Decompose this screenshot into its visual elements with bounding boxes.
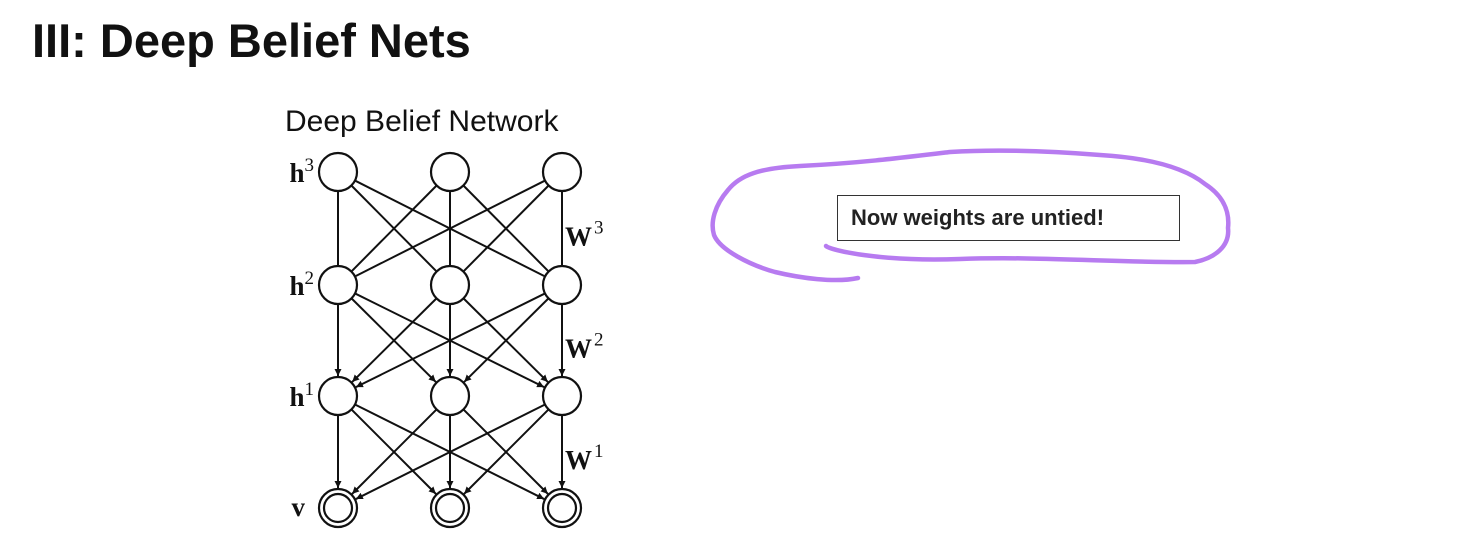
node-h1-1 <box>317 375 359 417</box>
node-layer <box>317 151 583 529</box>
node-v-3-inner-ring <box>546 492 578 524</box>
layer-label-h1: h1 <box>289 379 314 412</box>
edge-layer <box>334 179 566 500</box>
edge-h3-3-to-h2-1 <box>355 179 546 277</box>
node-h2-1 <box>317 264 359 306</box>
edge-h1-3-to-v-1 <box>355 403 546 500</box>
layer-label-h3: h3 <box>289 155 314 188</box>
layer-label-group: h3 h2 h1 v <box>289 155 314 522</box>
layer-label-h2: h2 <box>289 268 314 301</box>
edge-h2-3-to-h1-1 <box>355 292 546 389</box>
node-h3-3 <box>541 151 583 193</box>
edge-h2-2-to-h1-1 <box>351 297 438 383</box>
figure-title: Deep Belief Network <box>285 105 559 138</box>
node-v-1-inner-ring <box>322 492 354 524</box>
node-h1-2 <box>429 375 471 417</box>
layer-label-v: v <box>292 492 306 522</box>
node-h2-2 <box>429 264 471 306</box>
edge-h3-2-to-h2-1 <box>351 184 438 272</box>
edge-h2-3-to-h1-2 <box>463 297 550 383</box>
annotation-box: Now weights are untied! <box>837 195 1180 241</box>
edge-h1-3-to-v-2 <box>463 408 550 495</box>
slide-title: III: Deep Belief Nets <box>32 14 471 67</box>
node-v-2-inner-ring <box>434 492 466 524</box>
node-h1-3 <box>541 375 583 417</box>
node-h3-1 <box>317 151 359 193</box>
edge-h3-3-to-h2-2 <box>463 184 550 272</box>
node-h2-3 <box>541 264 583 306</box>
node-h3-2 <box>429 151 471 193</box>
edge-h1-2-to-v-1 <box>351 408 438 495</box>
